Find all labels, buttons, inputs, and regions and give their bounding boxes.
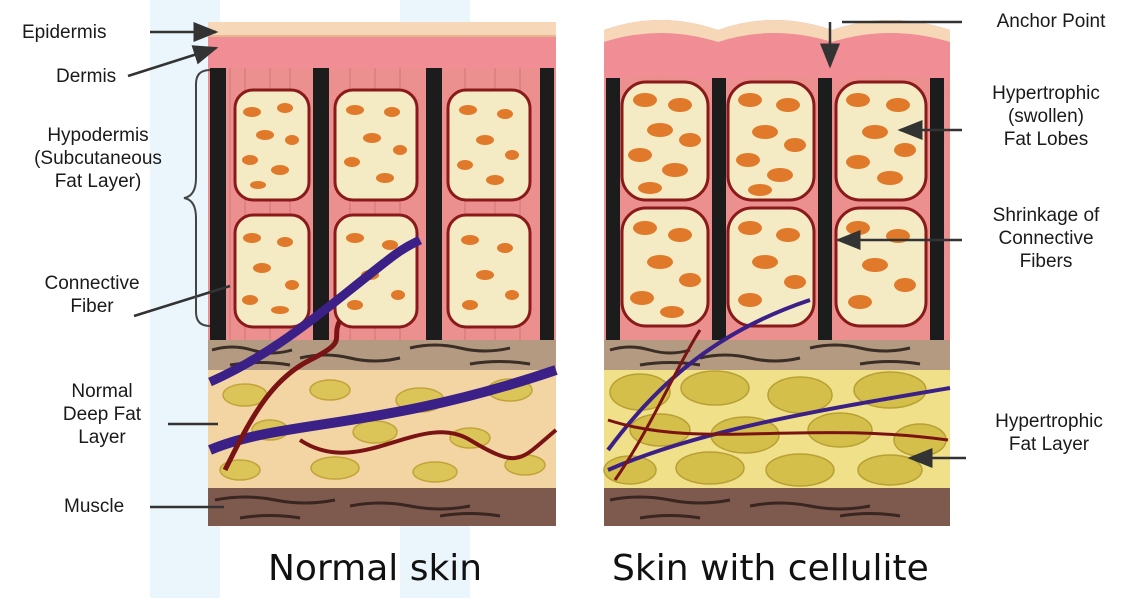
caption-normal-skin: Normal skin [268,548,482,589]
label-dermis: Dermis [56,65,116,88]
label-connective-fiber: Connective Fiber [22,272,162,318]
caption-cellulite-skin: Skin with cellulite [612,548,929,589]
cellulite-skin-panel [604,20,950,526]
label-muscle: Muscle [64,495,124,518]
label-hypertrophic-lobes: Hypertrophic (swollen) Fat Lobes [962,82,1130,151]
hypodermis-brace [184,70,210,326]
dermis-layer-normal [208,36,556,68]
epidermis-layer-normal [208,22,556,36]
label-epidermis: Epidermis [22,21,106,44]
normal-skin-panel [208,22,556,526]
muscle-layer-normal [208,488,556,526]
label-shrinkage: Shrinkage of Connective Fibers [962,204,1130,273]
muscle-layer-cellulite [604,488,950,526]
label-anchor-point: Anchor Point [968,10,1134,33]
label-hypodermis: Hypodermis (Subcutaneous Fat Layer) [8,124,188,193]
label-hypertrophic-fat-layer: Hypertrophic Fat Layer [966,410,1132,456]
fascia-band-cellulite [604,340,950,370]
label-normal-deep-fat: Normal Deep Fat Layer [38,380,166,449]
